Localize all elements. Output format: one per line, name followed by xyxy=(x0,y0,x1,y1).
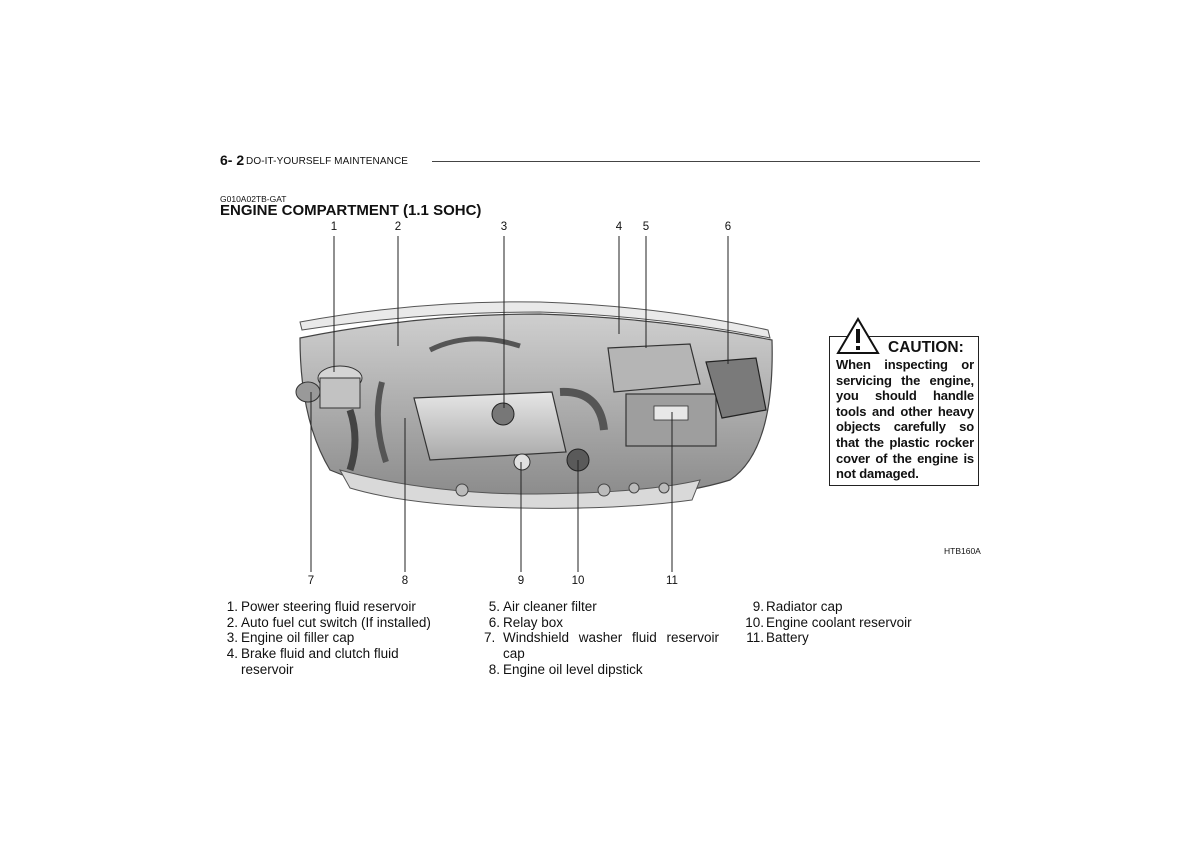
chapter-title: DO-IT-YOURSELF MAINTENANCE xyxy=(246,156,409,167)
callout-2: 2 xyxy=(394,221,402,233)
legend-label: Engine oil level dipstick xyxy=(503,661,643,677)
legend-label: Relay box xyxy=(503,614,564,630)
legend-item: 10.Engine coolant reservoir xyxy=(744,615,944,631)
legend-label: Windshield washer fluid reservoir cap xyxy=(503,630,719,662)
header-rule xyxy=(432,161,980,162)
legend-number: 1. xyxy=(226,599,238,614)
legend-label: Engine oil filler cap xyxy=(241,630,355,646)
engine-compartment-illustration xyxy=(295,236,773,572)
legend-item: 7. Windshield washer fluid reservoir cap xyxy=(484,630,719,661)
caution-title: CAUTION: xyxy=(888,339,964,356)
callout-6: 6 xyxy=(724,221,732,233)
legend-item: 3.Engine oil filler cap xyxy=(222,630,462,646)
legend-column-3: 9.Radiator cap 10.Engine coolant reservo… xyxy=(744,599,944,646)
legend-item: 6.Relay box xyxy=(484,615,724,631)
legend-number: 2. xyxy=(226,614,238,630)
legend-number: 5. xyxy=(488,599,500,614)
section-title: ENGINE COMPARTMENT (1.1 SOHC) xyxy=(220,202,482,219)
legend-number: 10. xyxy=(745,614,764,630)
caution-box: CAUTION: When inspecting or servicing th… xyxy=(829,317,979,486)
caution-text: When inspecting or servicing the engine,… xyxy=(836,357,974,482)
legend-label: Power steering fluid reservoir xyxy=(241,599,416,614)
legend-label: Engine coolant reservoir xyxy=(766,614,912,630)
legend-column-2: 5.Air cleaner filter 6.Relay box 7. Winds… xyxy=(484,599,724,678)
legend-number: 8. xyxy=(488,661,500,677)
legend-item: 11.Battery xyxy=(744,630,944,646)
legend-label: Battery xyxy=(766,630,809,646)
callout-9: 9 xyxy=(517,575,525,587)
legend-number: 9. xyxy=(752,599,764,614)
legend-label: Auto fuel cut switch (If installed) xyxy=(241,614,431,630)
legend-label: Radiator cap xyxy=(766,599,843,614)
legend-item: 4.Brake fluid and clutch fluid reservoir xyxy=(222,646,429,677)
legend-label: Brake fluid and clutch fluid reservoir xyxy=(241,646,399,677)
legend-number: 6. xyxy=(488,614,500,630)
legend-column-1: 1.Power steering fluid reservoir 2.Auto … xyxy=(222,599,462,678)
legend-item: 2.Auto fuel cut switch (If installed) xyxy=(222,615,462,631)
legend-item: 8.Engine oil level dipstick xyxy=(484,662,724,678)
callout-8: 8 xyxy=(401,575,409,587)
callout-11: 11 xyxy=(666,575,678,587)
section-code: G010A02TB-GAT xyxy=(220,194,287,204)
callout-5: 5 xyxy=(642,221,650,233)
figure-code: HTB160A xyxy=(944,546,981,556)
warning-triangle-icon xyxy=(836,317,880,354)
callout-10: 10 xyxy=(571,575,585,587)
callout-4: 4 xyxy=(615,221,623,233)
legend-number: 3. xyxy=(226,630,238,646)
legend-item: 1.Power steering fluid reservoir xyxy=(222,599,462,615)
callout-7: 7 xyxy=(307,575,315,587)
legend-number: 4. xyxy=(226,646,238,662)
legend-number: 7. xyxy=(484,630,496,646)
legend-item: 9.Radiator cap xyxy=(744,599,944,615)
callout-3: 3 xyxy=(500,221,508,233)
legend-item: 5.Air cleaner filter xyxy=(484,599,724,615)
legend-number: 11. xyxy=(746,630,764,646)
legend-label: Air cleaner filter xyxy=(503,599,597,614)
callout-1: 1 xyxy=(330,221,338,233)
page-number: 6- 2 xyxy=(220,152,245,168)
